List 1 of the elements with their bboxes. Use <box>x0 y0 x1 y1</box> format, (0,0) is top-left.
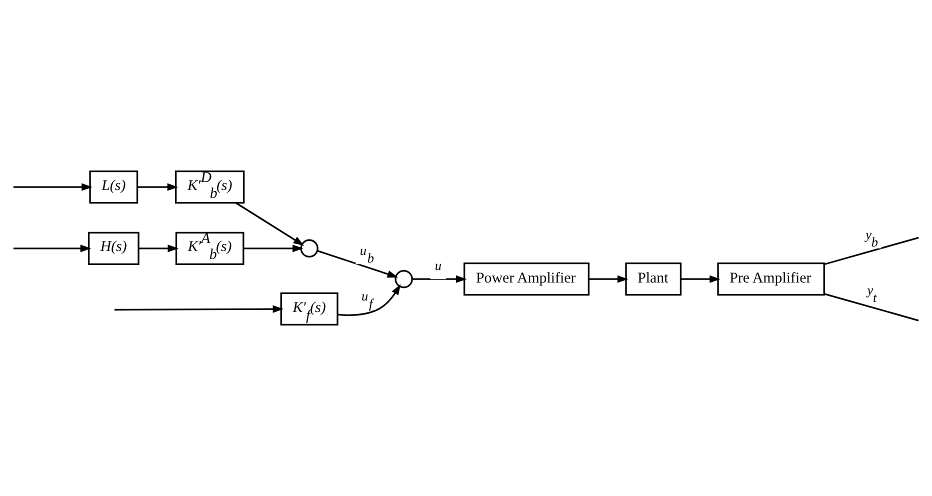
edge-label: u <box>434 258 442 273</box>
